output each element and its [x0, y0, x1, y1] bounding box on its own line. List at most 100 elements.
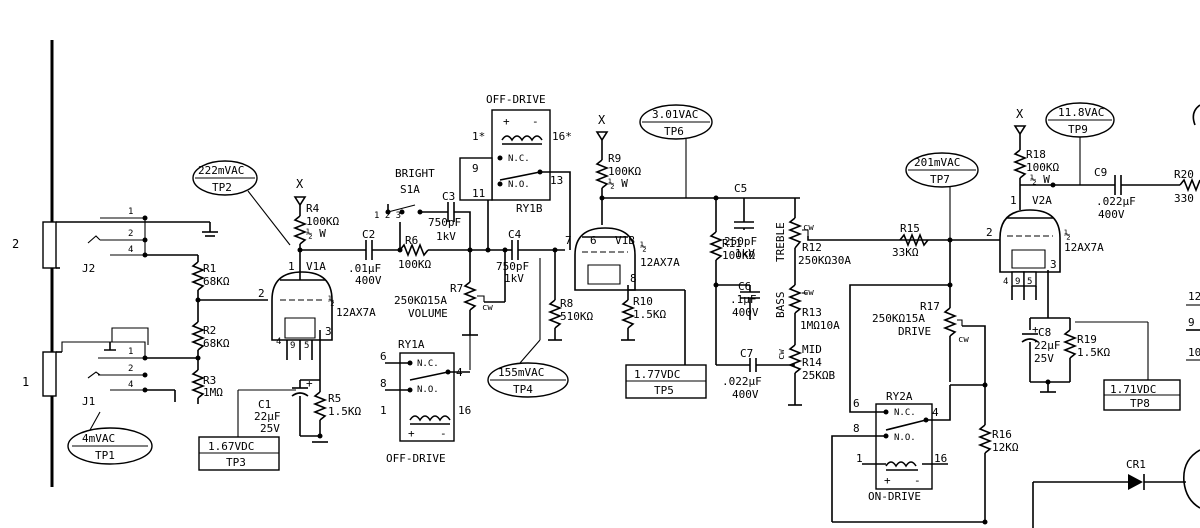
- ry1b-pin-1s: 1*: [472, 130, 485, 143]
- r12-ref: R12: [802, 241, 822, 254]
- r4-power: ½ W: [306, 227, 326, 240]
- tp6-name: TP6: [664, 125, 684, 138]
- test-point-tp6: 3.01VAC TP6: [639, 104, 713, 198]
- ry1b-nc: N.C.: [508, 154, 530, 164]
- c1-value: 22µF: [254, 410, 281, 423]
- r10-ref: R10: [633, 295, 653, 308]
- r11-ref: R11: [722, 237, 742, 250]
- r15-value: 33KΩ: [892, 246, 919, 259]
- ry2a-caption: ON-DRIVE: [868, 490, 921, 503]
- ry1a-minus: -: [440, 427, 447, 440]
- c7-ref: C7: [740, 347, 753, 360]
- j2-pin-1: 1: [128, 207, 133, 217]
- r6-value: 100KΩ: [398, 258, 431, 271]
- r7-ref: R7: [450, 282, 463, 295]
- ry1a-pin-16: 16: [458, 404, 471, 417]
- r18-power: ½ W: [1030, 173, 1050, 186]
- input-jack-1: 1 1 2 4 J1: [22, 327, 198, 408]
- cr1-diode: [1128, 474, 1143, 490]
- tp5-value: 1.77VDC: [634, 368, 680, 381]
- tp2-name: TP2: [212, 181, 232, 194]
- r16-ref: R16: [992, 428, 1012, 441]
- c6-ref: C6: [738, 280, 751, 293]
- c2-value: .01µF: [348, 262, 381, 275]
- c3-ref: C3: [442, 190, 455, 203]
- v2a-pin-5: 5: [1027, 277, 1032, 287]
- r9-power: ½ W: [608, 177, 628, 190]
- ry1a-caption: OFF-DRIVE: [386, 452, 446, 465]
- v2a-pin-9: 9: [1015, 277, 1020, 287]
- c2-ref: C2: [362, 228, 375, 241]
- c8-plus: +: [1032, 323, 1039, 336]
- v1a-pin-5: 5: [304, 341, 309, 351]
- r13-cw: cw: [803, 288, 814, 298]
- j1-pin-2: 2: [128, 364, 133, 374]
- c5-ref: C5: [734, 182, 747, 195]
- r13-value: 1MΩ10A: [800, 319, 840, 332]
- r9-value: 100KΩ: [608, 165, 641, 178]
- tp6-value: 3.01VAC: [652, 108, 698, 121]
- v1b-half: ½: [640, 240, 647, 253]
- r14-value: 25KΩB: [802, 369, 835, 382]
- ry1b-minus: -: [532, 115, 539, 128]
- supply-x-v1a: X: [296, 177, 304, 191]
- c9-value: .022µF: [1096, 195, 1136, 208]
- r17-ref: R17: [920, 300, 940, 313]
- v1b-envelope: [574, 227, 636, 291]
- r18-value: 100KΩ: [1026, 161, 1059, 174]
- tp9-name: TP9: [1068, 123, 1088, 136]
- v2a-part: 12AX7A: [1064, 241, 1104, 254]
- v1b-pin-7: 7: [565, 234, 572, 247]
- tp-fragment-10: 10: [1188, 346, 1200, 359]
- r10-value: 1.5KΩ: [633, 308, 666, 321]
- right-edge-fragments: 12 9 10 CR1: [1032, 104, 1200, 528]
- c5-value: 250pF: [724, 235, 757, 248]
- tube-v1b: R8 510KΩ 7 X R9 100KΩ ½ W 6 V1B ½ 12AX7A…: [547, 113, 800, 365]
- r8-value: 510KΩ: [560, 310, 593, 323]
- r15-ref: R15: [900, 222, 920, 235]
- relay-ry1a: RY1A N.C. N.O. 6 8 4 1 16 + - OFF-DRIVE: [380, 338, 471, 465]
- c8-value: 22µF: [1034, 339, 1061, 352]
- j2-pin-4: 4: [128, 245, 133, 255]
- c9-ref: C9: [1094, 166, 1107, 179]
- c8-ref: C8: [1038, 326, 1051, 339]
- j2-label: J2: [82, 262, 95, 275]
- v1a-pin-3: 3: [325, 325, 332, 338]
- v2a-pin-4: 4: [1003, 277, 1008, 287]
- volume-pot-r7: cw R7 250KΩ15A VOLUME: [394, 250, 506, 370]
- input-2-label: 2: [12, 237, 19, 251]
- v1a-part: 12AX7A: [336, 306, 376, 319]
- r5-ref: R5: [328, 392, 341, 405]
- ry1a-pin-4: 4: [456, 366, 463, 379]
- r11-value: 100KΩ: [722, 249, 755, 262]
- c6-value: .1µF: [730, 293, 757, 306]
- test-point-tp8: 1.71VDC TP8: [1103, 379, 1181, 411]
- v1a-pin-1: 1: [288, 260, 295, 273]
- c7-voltage: 400V: [732, 388, 759, 401]
- tp-fragment-12: 12: [1188, 290, 1200, 303]
- r20-fragment: R20: [1174, 168, 1194, 181]
- c2-voltage: 400V: [355, 274, 382, 287]
- v2a-pin-3: 3: [1050, 258, 1057, 271]
- r13-ref: R13: [802, 306, 822, 319]
- r1-ref: R1: [203, 262, 216, 275]
- c7-value: .022µF: [722, 375, 762, 388]
- v1a-pin-9: 9: [290, 341, 295, 351]
- c9-voltage: 400V: [1098, 208, 1125, 221]
- ry1a-no: N.O.: [417, 385, 439, 395]
- r12-cw: cw: [803, 223, 814, 233]
- v1b-part: 12AX7A: [640, 256, 680, 269]
- bright-label: BRIGHT: [395, 167, 435, 180]
- tp2-value: 222mVAC: [198, 164, 244, 177]
- test-point-tp5: 1.77VDC TP5: [625, 364, 707, 399]
- c4-voltage: 1kV: [504, 272, 524, 285]
- input-1-label: 1: [22, 375, 29, 389]
- r6-ref: R6: [405, 234, 418, 247]
- test-point-tp9: 11.8VAC TP9: [1045, 102, 1115, 185]
- volume-label: VOLUME: [408, 307, 448, 320]
- tp-fragment-9: 9: [1188, 316, 1195, 329]
- tube-v2a: X R18 100KΩ ½ W C9 .022µF 400V R20 330 1…: [986, 107, 1200, 393]
- r3-ref: R3: [203, 374, 216, 387]
- ry1b-pin-13: 13: [550, 174, 563, 187]
- v1a-pin-4: 4: [276, 337, 281, 347]
